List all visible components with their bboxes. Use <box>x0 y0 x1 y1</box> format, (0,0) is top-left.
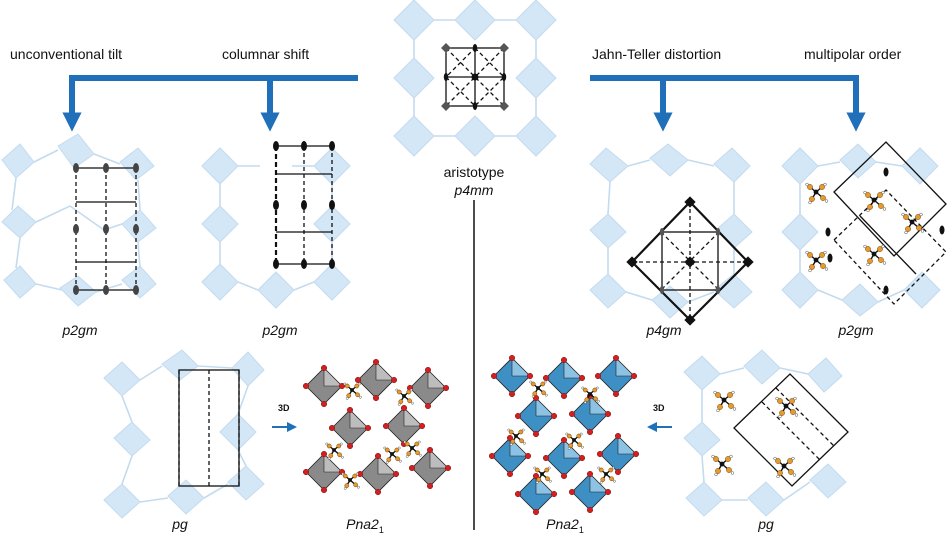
label-pna21-right: Pna21 <box>546 516 584 535</box>
label-multipolar-order: multipolar order <box>804 46 902 62</box>
label-aristotype-group: p4mm <box>454 182 494 198</box>
octahedron <box>489 434 532 477</box>
cation-molecule <box>581 386 600 404</box>
label-group-pg-right: pg <box>758 516 774 532</box>
cation-molecule <box>775 396 799 419</box>
shifted-octahedral-tiling <box>201 147 351 309</box>
label-aristotype: aristotype <box>443 164 505 180</box>
cation-molecule <box>383 446 402 464</box>
cation-molecule <box>403 440 422 458</box>
symmetry-elements-pg-right <box>733 373 849 487</box>
cation-molecule <box>773 456 797 479</box>
label-group-p4gm: p4gm <box>646 322 682 338</box>
symmetry-elements-p2gm-shift <box>273 141 335 269</box>
multipolar-p2gm-panel <box>781 141 947 317</box>
cation-molecule <box>343 382 362 400</box>
octahedron <box>382 405 425 447</box>
cation-molecule <box>341 472 360 490</box>
tilted-octahedral-tiling <box>1 133 157 307</box>
octahedron <box>357 452 399 495</box>
pna21-right-3d-structure <box>489 355 639 515</box>
cation-molecule <box>565 432 584 450</box>
octahedron <box>568 470 611 513</box>
octahedron <box>515 395 557 437</box>
cation-molecule <box>711 454 735 477</box>
cation-molecule <box>529 380 548 398</box>
label-3d-right: 3D <box>653 403 665 413</box>
label-pna21-left: Pna21 <box>346 516 384 535</box>
label-3d-left: 3D <box>278 403 290 413</box>
cation-molecule <box>597 466 616 484</box>
cation-molecule <box>713 390 737 413</box>
molecule-cation-group <box>711 390 799 479</box>
pna21-left-3d-structure <box>303 359 451 495</box>
cation-molecule <box>395 388 414 406</box>
multipolar-axes <box>825 141 947 305</box>
label-group-pg-left: pg <box>172 516 188 532</box>
octahedron <box>329 407 371 449</box>
octahedron <box>543 357 585 400</box>
octahedron <box>355 359 397 402</box>
cation-molecule <box>805 250 829 273</box>
octahedron <box>408 446 451 489</box>
unconventional-tilt-p2gm-panel <box>1 133 157 307</box>
columnar-shift-p2gm-panel <box>201 141 351 309</box>
pg-right-tiling <box>683 349 847 517</box>
octahedron <box>515 472 557 515</box>
symmetry-elements-pg-left <box>178 369 240 487</box>
grey-octahedra-framework <box>303 359 451 495</box>
octahedron <box>303 365 346 408</box>
label-group-p2gm-shift: p2gm <box>262 322 298 338</box>
octahedron <box>594 355 637 398</box>
octahedron <box>490 355 534 398</box>
octahedron <box>596 432 639 475</box>
cation-molecule <box>863 244 887 267</box>
distorted-octahedral-tiling <box>589 143 753 319</box>
symmetry-elements-p2gm-tilt <box>73 163 139 295</box>
cation-molecule <box>863 190 887 213</box>
cation-molecule <box>507 428 526 446</box>
cation-molecule <box>533 466 552 484</box>
cation-molecule <box>325 442 344 460</box>
pg-left-tiling <box>103 349 265 519</box>
jahn-teller-p4gm-panel <box>589 143 754 326</box>
label-jahn-teller-distortion: Jahn-Teller distortion <box>592 46 722 62</box>
label-group-p2gm-multipolar: p2gm <box>838 322 874 338</box>
cation-molecule <box>901 212 925 235</box>
right-branch-arrow <box>590 75 866 132</box>
octahedron <box>543 436 585 479</box>
cation-molecule <box>805 182 829 205</box>
aristotype-p4mm-panel <box>393 0 557 157</box>
label-columnar-shift: columnar shift <box>222 46 310 62</box>
octahedron <box>568 393 611 435</box>
multipolar-octahedral-tiling <box>781 143 941 317</box>
molecule-cation-group <box>805 182 925 273</box>
label-unconventional-tilt: unconventional tilt <box>10 46 123 62</box>
octahedron <box>303 450 346 493</box>
pg-right-panel <box>683 349 849 517</box>
octahedral-tiling <box>393 0 557 157</box>
label-group-p2gm-tilt: p2gm <box>62 322 98 338</box>
left-branch-arrow <box>62 75 358 132</box>
symmetry-elements-p4mm <box>441 43 509 111</box>
pg-left-panel <box>103 349 265 519</box>
blue-octahedra-framework <box>489 355 639 515</box>
